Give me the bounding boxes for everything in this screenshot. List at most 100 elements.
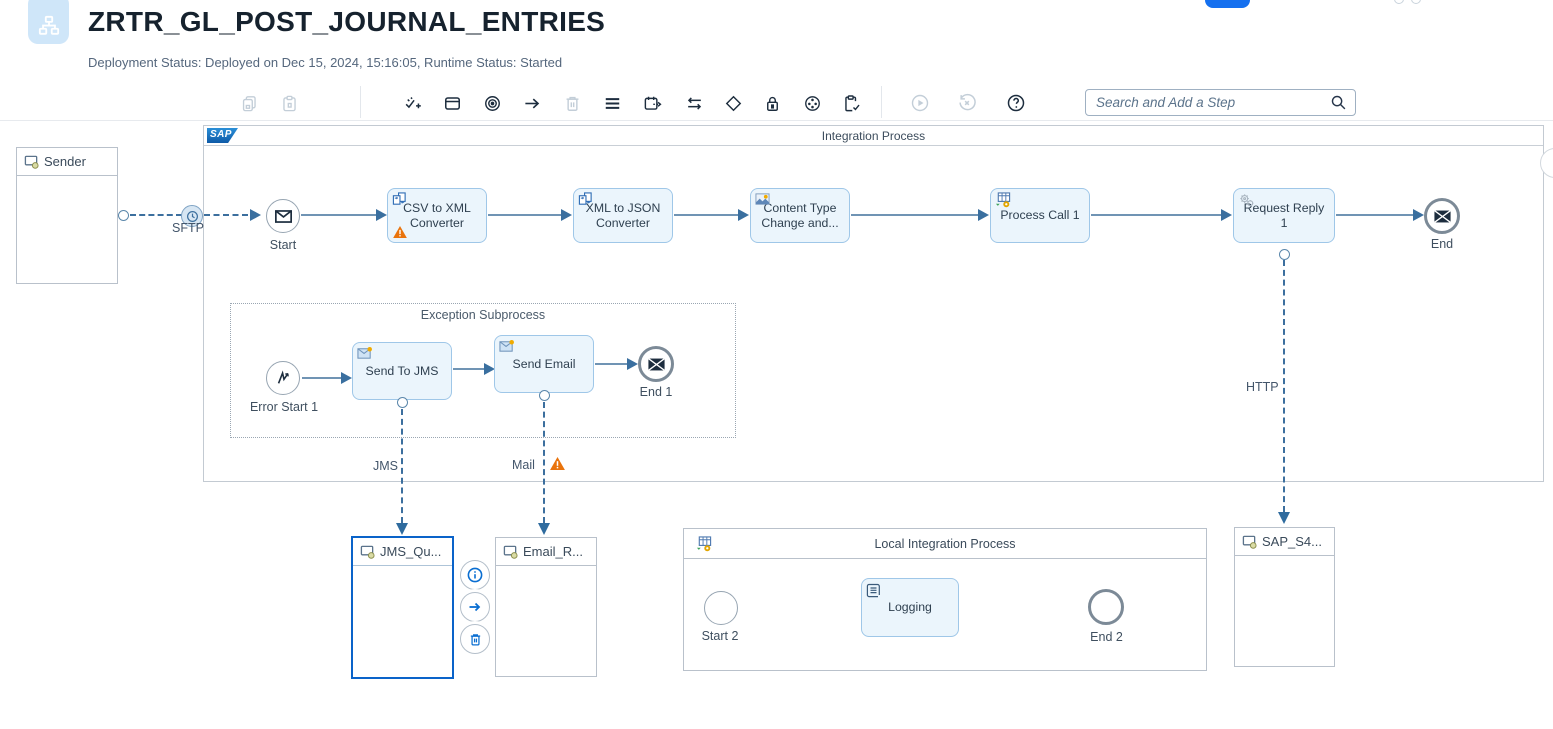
start-label: Start xyxy=(269,238,297,252)
sequence-flow[interactable] xyxy=(302,377,342,379)
pool-header: SAP Integration Process xyxy=(204,126,1543,146)
task-xml-to-json-converter[interactable]: XML to JSON Converter xyxy=(573,188,673,243)
task-content-modifier[interactable]: Content Type Change and... xyxy=(750,188,850,243)
end-2-event[interactable] xyxy=(1088,589,1124,625)
arrowhead-down xyxy=(396,523,408,535)
message-envelope-filled-icon xyxy=(1433,209,1451,223)
sequence-flow[interactable] xyxy=(1091,214,1222,216)
info-button[interactable] xyxy=(460,560,490,590)
task-send-to-jms[interactable]: Send To JMS xyxy=(352,342,452,400)
message-flow-http[interactable] xyxy=(1283,260,1285,512)
list-lines-icon[interactable] xyxy=(597,88,627,118)
security-lock-icon[interactable] xyxy=(757,88,787,118)
receiver-s4-label: SAP_S4... xyxy=(1262,534,1322,549)
converter-icon xyxy=(392,192,406,205)
search-icon[interactable] xyxy=(1330,94,1347,111)
script-scroll-icon xyxy=(866,583,880,598)
message-flow-mail[interactable] xyxy=(543,402,545,523)
task-label: XML to JSON Converter xyxy=(585,201,661,230)
request-reply-port[interactable] xyxy=(1279,249,1290,260)
exception-subprocess-title: Exception Subprocess xyxy=(420,308,546,322)
receiver-jms-queue[interactable]: JMS_Qu... xyxy=(351,536,454,679)
sender-label: Sender xyxy=(44,154,86,169)
jms-flow-label: JMS xyxy=(373,459,398,473)
request-reply-gears-icon xyxy=(1240,194,1254,207)
timer-schedule-icon[interactable] xyxy=(637,88,667,118)
arrowhead-down xyxy=(1278,512,1290,524)
message-flow-sftp[interactable] xyxy=(204,214,248,216)
message-flow-sftp[interactable] xyxy=(130,214,182,216)
send-message-icon xyxy=(357,346,372,359)
task-csv-to-xml-converter[interactable]: CSV to XML Converter xyxy=(387,188,487,243)
sequence-flow[interactable] xyxy=(301,214,377,216)
help-icon[interactable] xyxy=(1001,88,1031,118)
search-input[interactable] xyxy=(1086,95,1330,110)
sender-participant[interactable]: Sender xyxy=(16,147,118,284)
arrowhead xyxy=(341,372,352,384)
sphere-segments-icon[interactable] xyxy=(797,88,827,118)
task-label: Request Reply 1 xyxy=(1243,201,1325,230)
message-envelope-filled-icon xyxy=(647,357,665,371)
participant-icon[interactable] xyxy=(437,88,467,118)
send-email-port[interactable] xyxy=(539,390,550,401)
delete-button[interactable] xyxy=(460,624,490,654)
process-call-icon xyxy=(995,192,1011,208)
error-bolt-icon xyxy=(277,370,289,384)
error-start-event[interactable] xyxy=(266,361,300,395)
sequence-flow[interactable] xyxy=(674,214,739,216)
sequence-flow[interactable] xyxy=(851,214,979,216)
sequence-flow[interactable] xyxy=(488,214,562,216)
deployment-status-text: Deployment Status: Deployed on Dec 15, 2… xyxy=(88,55,563,70)
sequence-flow[interactable] xyxy=(595,363,628,365)
router-diamond-icon[interactable] xyxy=(718,88,748,118)
arrowhead xyxy=(376,209,387,221)
sequence-flow[interactable] xyxy=(453,368,485,370)
validate-clipboard-icon[interactable] xyxy=(836,88,866,118)
delete-icon[interactable] xyxy=(557,88,587,118)
sap-logo: SAP xyxy=(207,128,238,143)
process-call-icon xyxy=(696,536,712,552)
arrowhead xyxy=(1413,209,1424,221)
connect-arrow-button[interactable] xyxy=(460,592,490,622)
error-start-label: Error Start 1 xyxy=(249,400,319,414)
task-request-reply-1[interactable]: Request Reply 1 xyxy=(1233,188,1335,243)
task-label: Send Email xyxy=(512,356,576,371)
end-label: End xyxy=(1430,237,1454,251)
simulate-play-icon[interactable] xyxy=(905,88,935,118)
sftp-adapter-icon[interactable] xyxy=(181,205,203,227)
task-process-call-1[interactable]: Process Call 1 xyxy=(990,188,1090,243)
sequence-flow[interactable] xyxy=(1336,214,1415,216)
message-flow-jms[interactable] xyxy=(401,409,403,523)
start-event[interactable] xyxy=(266,199,300,233)
participant-icon xyxy=(24,155,39,169)
receiver-email[interactable]: Email_R... xyxy=(495,537,597,677)
end-event[interactable] xyxy=(1424,198,1460,234)
end-1-event[interactable] xyxy=(638,346,674,382)
send-to-jms-port[interactable] xyxy=(397,397,408,408)
editor-toolbar xyxy=(0,84,1553,121)
page-header: ZRTR_GL_POST_JOURNAL_ENTRIES Deployment … xyxy=(0,0,1553,84)
connector-arrow-icon[interactable] xyxy=(517,88,547,118)
participant-icon xyxy=(360,545,375,559)
receiver-sap-s4[interactable]: SAP_S4... xyxy=(1234,527,1335,667)
http-flow-label: HTTP xyxy=(1246,380,1279,394)
start-2-event[interactable] xyxy=(704,591,738,625)
sender-out-port[interactable] xyxy=(118,210,129,221)
copy-icon[interactable] xyxy=(234,88,264,118)
receiver-jms-label: JMS_Qu... xyxy=(380,544,442,559)
arrowhead xyxy=(484,363,495,375)
task-send-email[interactable]: Send Email xyxy=(494,335,594,393)
task-label: CSV to XML Converter xyxy=(403,201,471,230)
paste-icon[interactable] xyxy=(274,88,304,118)
arrowhead xyxy=(561,209,572,221)
checklist-add-icon[interactable] xyxy=(397,88,427,118)
swap-arrows-icon[interactable] xyxy=(679,88,709,118)
restore-undo-icon[interactable] xyxy=(952,88,982,118)
edit-button-cutoff[interactable] xyxy=(1205,0,1250,8)
task-label: Logging xyxy=(888,600,932,615)
mail-flow-label: Mail xyxy=(512,458,535,472)
task-label: Process Call 1 xyxy=(1000,208,1080,223)
warning-icon xyxy=(550,457,565,470)
process-icon[interactable] xyxy=(477,88,507,118)
task-logging[interactable]: Logging xyxy=(861,578,959,637)
